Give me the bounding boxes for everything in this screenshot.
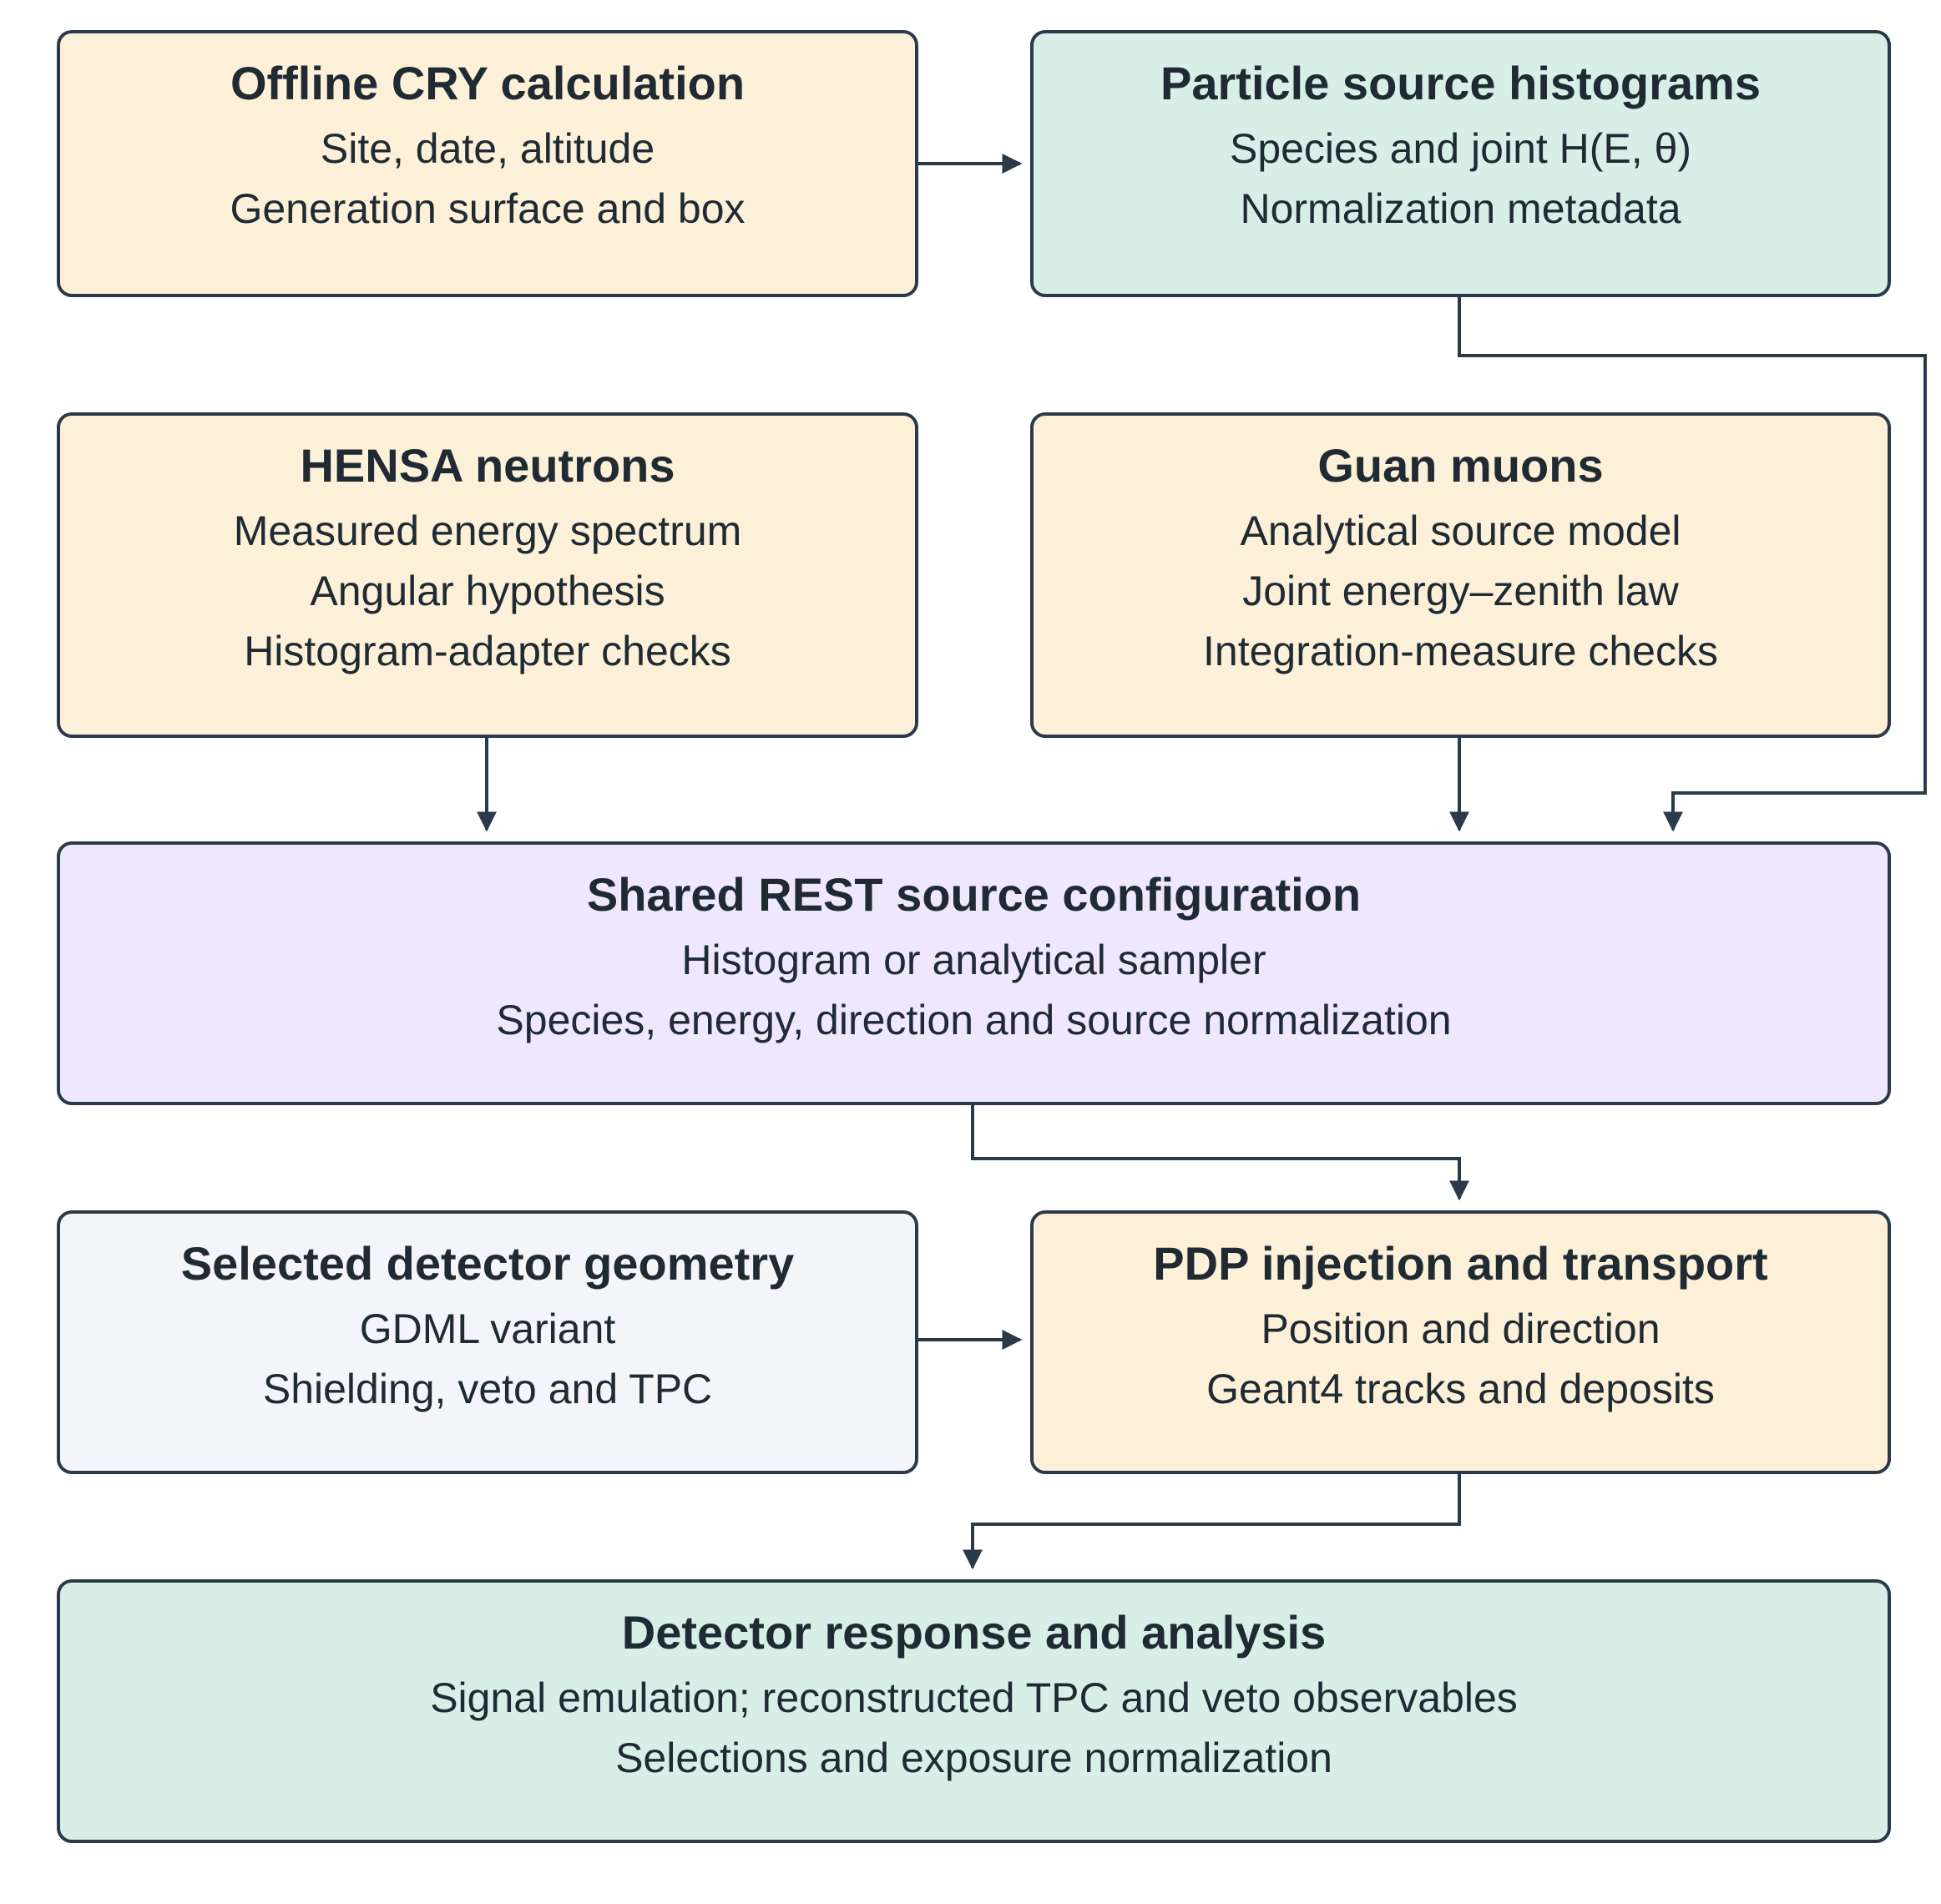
arrow-histograms-to-rest <box>1458 297 1927 832</box>
arrow-rest-to-pdp <box>971 1105 1469 1201</box>
box-line: Histogram-adapter checks <box>244 628 731 674</box>
box-shared-rest-source-configuration: Shared REST source configuration Histogr… <box>57 841 1891 1105</box>
box-pdp-injection-and-transport: PDP injection and transport Position and… <box>1030 1210 1891 1474</box>
box-line: Position and direction <box>1261 1306 1660 1352</box>
box-offline-cry-calculation: Offline CRY calculation Site, date, alti… <box>57 30 918 297</box>
box-line: Species and joint H(E, θ) <box>1229 125 1692 172</box>
arrow-pdp-to-response <box>963 1474 1461 1570</box>
box-line: Integration-measure checks <box>1203 628 1718 674</box>
box-line: Selections and exposure normalization <box>615 1735 1332 1781</box>
box-title: Offline CRY calculation <box>230 57 746 109</box>
box-title: Particle source histograms <box>1160 57 1761 109</box>
box-line: Geant4 tracks and deposits <box>1206 1366 1715 1412</box>
box-line: Generation surface and box <box>230 185 746 232</box>
box-line: Measured energy spectrum <box>233 508 742 554</box>
box-line: Species, energy, direction and source no… <box>496 997 1452 1043</box>
box-line: GDML variant <box>359 1306 616 1352</box>
box-title: Detector response and analysis <box>621 1606 1327 1659</box>
box-line: Shielding, veto and TPC <box>262 1366 713 1412</box>
box-title: Shared REST source configuration <box>586 868 1362 921</box>
box-hensa-neutrons: HENSA neutrons Measured energy spectrum … <box>57 412 918 738</box>
box-title: HENSA neutrons <box>300 439 675 492</box>
box-title: Guan muons <box>1317 439 1604 492</box>
box-line: Signal emulation; reconstructed TPC and … <box>430 1674 1518 1721</box>
box-line: Analytical source model <box>1240 508 1681 554</box>
box-line: Normalization metadata <box>1240 185 1681 232</box>
box-line: Histogram or analytical sampler <box>681 937 1266 983</box>
box-selected-detector-geometry: Selected detector geometry GDML variant … <box>57 1210 918 1474</box>
box-line: Angular hypothesis <box>310 568 665 614</box>
box-title: Selected detector geometry <box>180 1237 795 1290</box>
box-line: Joint energy–zenith law <box>1242 568 1679 614</box>
box-detector-response-and-analysis: Detector response and analysis Signal em… <box>57 1579 1891 1843</box>
box-particle-source-histograms: Particle source histograms Species and j… <box>1030 30 1891 297</box>
box-line: Site, date, altitude <box>320 125 655 172</box>
box-guan-muons: Guan muons Analytical source model Joint… <box>1030 412 1891 738</box>
box-title: PDP injection and transport <box>1153 1237 1768 1290</box>
